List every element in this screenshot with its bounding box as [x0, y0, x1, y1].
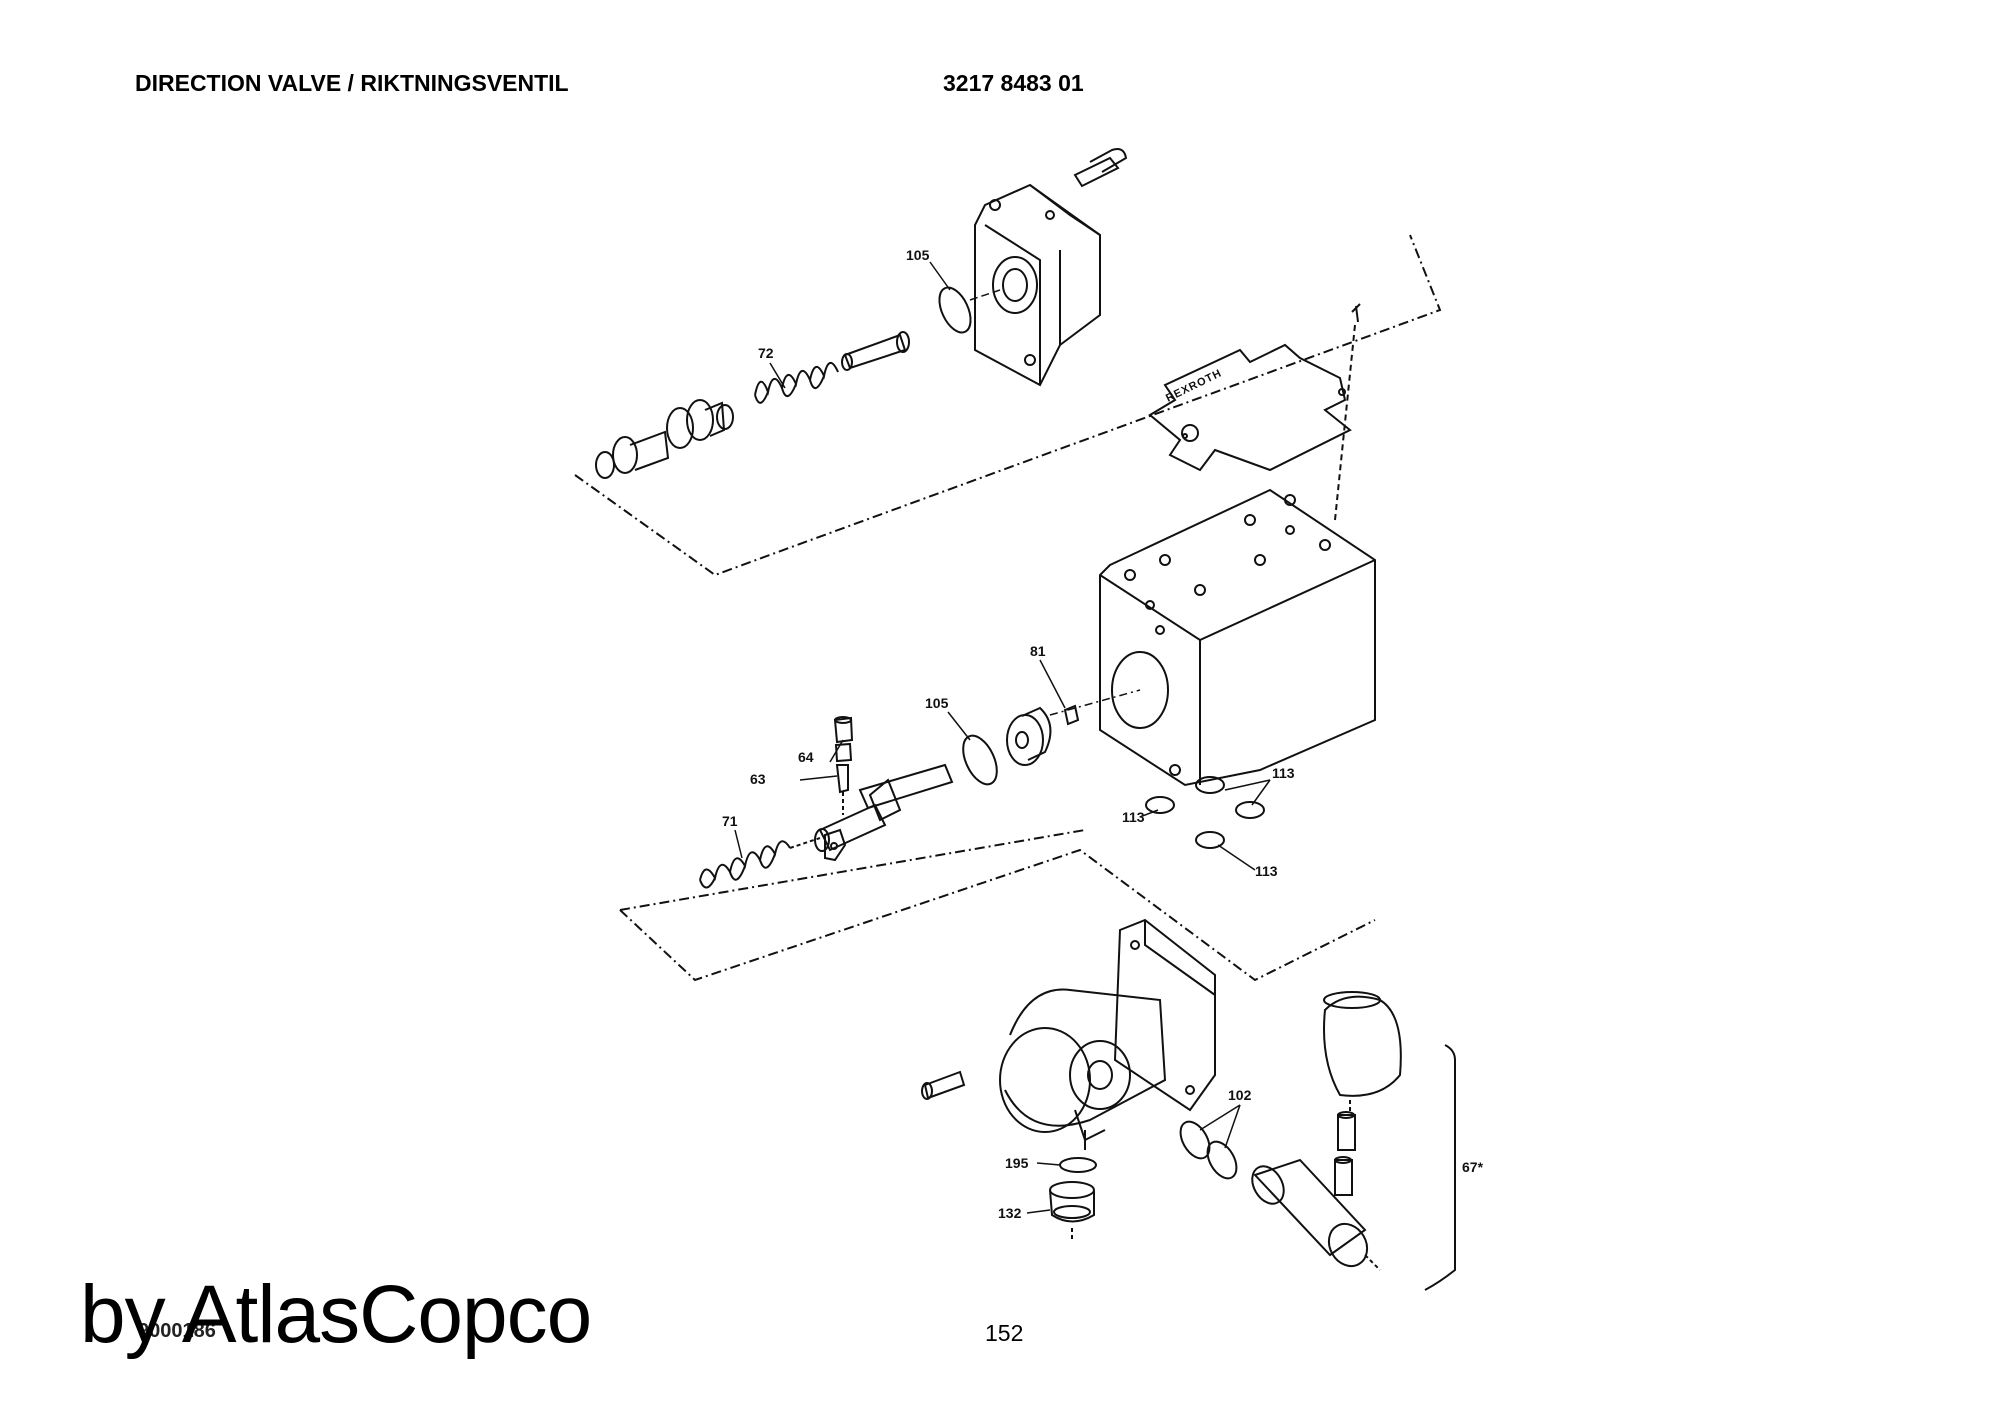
part-label-113-left: 113 — [1122, 809, 1145, 825]
part-number: 3217 8483 01 — [943, 70, 1084, 96]
part-label-71: 71 — [722, 813, 738, 829]
part-label-105-middle: 105 — [925, 695, 949, 711]
o-rings-102 — [1179, 1120, 1238, 1180]
nameplate: REXROTH — [1148, 343, 1352, 472]
middle-spool — [814, 763, 954, 852]
bracket-67 — [1424, 1044, 1456, 1291]
nameplate-screw — [1334, 303, 1361, 521]
upper-bolt — [1073, 148, 1128, 188]
part-label-63: 63 — [750, 771, 766, 787]
bushing — [1006, 706, 1052, 766]
lever-shaft — [1251, 1158, 1381, 1271]
spring-72 — [754, 362, 839, 404]
lever-housing — [999, 918, 1216, 1150]
valve-body — [1099, 488, 1376, 787]
watermark: by AtlasCopco — [80, 1269, 592, 1360]
spring-71 — [699, 837, 821, 889]
pin-63-screw-64 — [833, 716, 854, 815]
middle-axis-line — [1049, 689, 1141, 716]
part-label-195: 195 — [1005, 1155, 1029, 1171]
part-label-67: 67* — [1462, 1159, 1484, 1175]
part-label-72: 72 — [758, 345, 774, 361]
part-label-113-bottom: 113 — [1255, 863, 1278, 879]
leader-lines — [734, 261, 1271, 1214]
part-label-105-upper: 105 — [906, 247, 930, 263]
o-ring-105-upper — [938, 286, 972, 334]
lower-assembly-plane — [619, 829, 1376, 982]
o-rings-113 — [1145, 776, 1265, 849]
part-label-113-right: 113 — [1272, 765, 1295, 781]
plug-195 — [1059, 1157, 1097, 1173]
part-label-64: 64 — [798, 749, 814, 765]
plug-132 — [1049, 1181, 1095, 1240]
part-label-132: 132 — [998, 1205, 1022, 1221]
upper-spool — [595, 399, 734, 479]
upper-axis-line — [969, 289, 1001, 301]
part-label-102: 102 — [1228, 1087, 1252, 1103]
part-label-81: 81 — [1030, 643, 1046, 659]
lever-pins — [1334, 1111, 1356, 1196]
upper-end-cover — [974, 183, 1101, 387]
lever-knob — [1323, 991, 1402, 1115]
document-title: DIRECTION VALVE / RIKTNINGSVENTIL — [135, 70, 569, 96]
drawing-number: 9000186 — [138, 1320, 216, 1342]
page-number: 152 — [985, 1320, 1024, 1346]
side-bolt — [921, 1070, 966, 1100]
clevis — [824, 828, 847, 862]
upper-guide-pin — [841, 331, 910, 371]
upper-assembly-plane — [574, 234, 1442, 577]
o-ring-105-middle — [962, 734, 998, 786]
sleeve-81 — [1063, 704, 1080, 726]
